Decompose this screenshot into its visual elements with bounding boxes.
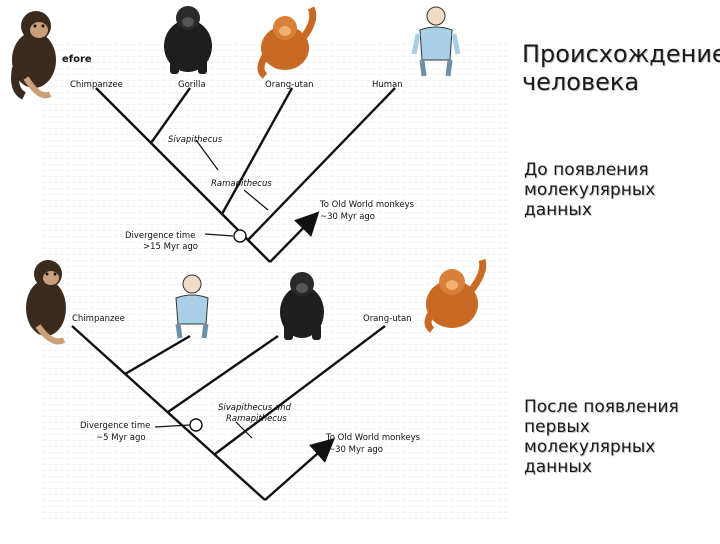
pointer-divergence xyxy=(204,233,234,237)
outgroup-label: To Old World monkeys xyxy=(319,200,415,210)
human-icon xyxy=(175,274,209,339)
slide-title: Происхождение человека xyxy=(522,40,720,96)
branch-orangutan xyxy=(214,325,386,455)
outgroup-time: ~30 Myr ago xyxy=(328,445,383,455)
tree-after: ter Chimpanzee Orang-utan Sivapithecus a… xyxy=(40,275,421,501)
fossil-label: Ramapithecus xyxy=(211,179,272,189)
caption-before-molecular-data: До появления молекулярных данных xyxy=(524,160,656,220)
pointer-divergence xyxy=(154,424,191,428)
chimpanzee-icon xyxy=(11,11,56,100)
divergence-time: ~5 Myr ago xyxy=(96,433,146,443)
pointer-ramapithecus xyxy=(243,189,269,211)
taxon-label: Chimpanzee xyxy=(72,314,125,324)
fossil-label: Sivapithecus xyxy=(168,135,223,145)
branch-gorilla xyxy=(167,335,279,413)
taxon-label: Chimpanzee xyxy=(70,80,123,90)
divergence-node xyxy=(189,418,203,432)
taxon-label: Orang-utan xyxy=(363,314,412,324)
chimpanzee-icon xyxy=(26,260,66,345)
branch-human xyxy=(247,87,396,241)
taxon-label: Human xyxy=(372,80,403,90)
taxon-label: Gorilla xyxy=(178,80,206,90)
outgroup-label: To Old World monkeys xyxy=(325,433,421,443)
branch-to-monkeys xyxy=(269,211,320,263)
divergence-label: Divergence time xyxy=(125,231,195,241)
pointer-fossils xyxy=(235,421,253,439)
fossil-label: Ramapithecus xyxy=(226,414,287,424)
caption-after-molecular-data: После появления первых молекулярных данн… xyxy=(524,397,679,477)
branch-human xyxy=(124,334,191,376)
taxon-label: Orang-utan xyxy=(265,80,314,90)
divergence-node xyxy=(233,229,247,243)
tree-before: efore Chimpanzee Gorilla Orang-utan Huma… xyxy=(62,54,415,263)
orangutan-icon xyxy=(424,258,487,333)
outgroup-time: ~30 Myr ago xyxy=(320,212,375,222)
divergence-time: >15 Myr ago xyxy=(143,242,198,252)
pointer-sivapithecus xyxy=(195,139,219,171)
fossil-label: Sivapithecus and xyxy=(218,403,291,413)
human-icon xyxy=(411,6,461,77)
branch-orangutan xyxy=(220,87,294,215)
branch-to-monkeys xyxy=(264,438,335,501)
branch-chimpanzee xyxy=(71,325,266,501)
orangutan-icon xyxy=(257,6,317,79)
tree-before-side-label: efore xyxy=(62,54,92,65)
branch-gorilla xyxy=(150,87,191,144)
divergence-label: Divergence time xyxy=(80,421,150,431)
gorilla-icon xyxy=(164,6,212,74)
gorilla-icon xyxy=(280,272,324,340)
